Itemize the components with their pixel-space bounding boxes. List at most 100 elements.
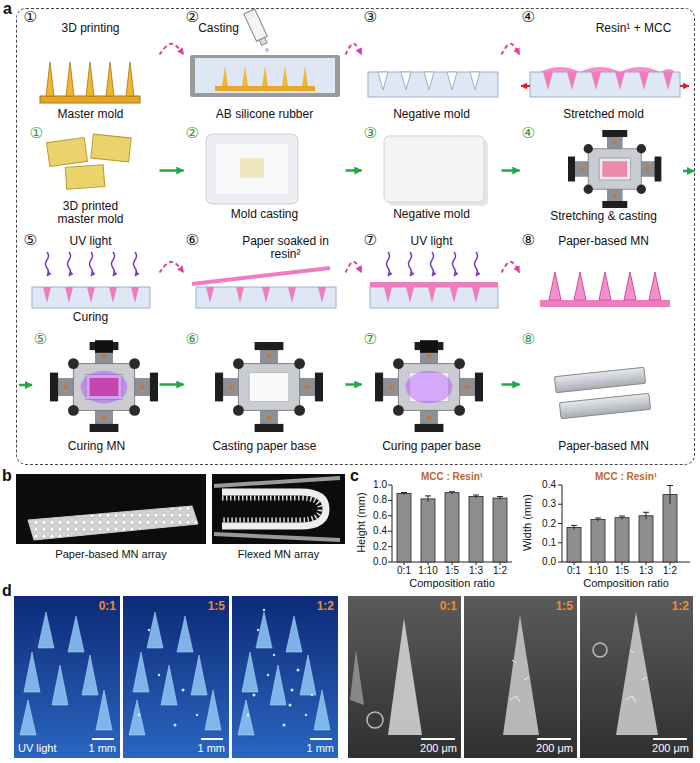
process-step: ①3D printingMaster mold — [22, 10, 160, 123]
tick-label: 0.6 — [363, 510, 387, 522]
negative-mold-art — [424, 72, 434, 90]
height-chart — [397, 494, 411, 563]
step-number: ⑦ — [364, 332, 388, 347]
chart-title: MCC : Resin¹ — [576, 471, 676, 483]
sem-micrograph — [537, 738, 571, 740]
width-chart — [646, 512, 647, 519]
process-step: ⑥Paper soaked in resin² — [184, 233, 346, 325]
paper-mn-art — [624, 272, 636, 300]
axis-title: Composition ratio — [392, 577, 512, 590]
curing-device-photo — [95, 340, 113, 353]
sem-micrograph — [421, 738, 455, 740]
mold-casting-photo — [240, 158, 264, 178]
scale-label: 200 μm — [635, 742, 689, 755]
negative-mold-art — [368, 72, 498, 97]
step-label: Resin¹ + MCC — [580, 22, 688, 36]
photo-step: ③Negative mold — [362, 126, 502, 230]
ratio-tag: 1:5 — [193, 599, 225, 613]
uv-micrograph — [20, 612, 112, 735]
paper-mn-art — [540, 272, 670, 307]
ratio-tag: 0:1 — [84, 599, 116, 613]
step-label: Casting — [184, 22, 254, 36]
light-tag: UV light — [18, 742, 78, 755]
sem-micrograph — [348, 596, 461, 758]
uv-rays — [134, 252, 137, 276]
step-number: ② — [186, 126, 210, 141]
step-arrow — [160, 44, 184, 55]
step-caption: Curing MN — [34, 440, 160, 454]
step-number: ⑦ — [364, 233, 388, 248]
stretching-device-photo — [602, 161, 627, 177]
stretched-mold-art — [521, 85, 530, 87]
step-number: ⑧ — [522, 332, 546, 347]
height-chart — [445, 493, 459, 562]
image-caption: Paper-based MN array — [16, 548, 206, 561]
casting-tray-art — [259, 37, 267, 45]
master-mold-art — [66, 62, 74, 96]
sem-micrograph — [580, 596, 693, 758]
height-chart — [493, 498, 507, 562]
flexed-array-photo — [222, 498, 320, 520]
flexed-array-photo — [214, 534, 340, 540]
scale-label: 200 μm — [519, 742, 573, 755]
width-chart — [558, 542, 562, 543]
photo-step: ②Mold casting — [184, 126, 346, 230]
paper-base-device-photo — [249, 373, 289, 402]
paper-casting-art — [288, 287, 296, 303]
width-chart — [639, 516, 653, 562]
uv-micrograph — [247, 629, 308, 727]
width-chart — [646, 562, 647, 565]
process-step: ⑤UV lightCuring — [22, 233, 160, 326]
curing-mold-art — [32, 287, 150, 308]
uv-micrograph — [201, 738, 223, 740]
uv-rays — [68, 252, 71, 276]
uv-micrograph — [310, 738, 332, 740]
chart-title: MCC : Resin¹ — [402, 471, 502, 483]
step-label: UV light — [22, 235, 160, 249]
ratio-tag: 1:2 — [302, 599, 334, 613]
step-arrow — [160, 383, 184, 386]
step-caption: Negative mold — [362, 108, 502, 122]
continuation-arrow — [19, 384, 32, 387]
curing-mold-art — [109, 287, 117, 303]
height-chart — [421, 499, 435, 562]
sem-micrograph — [348, 596, 693, 758]
width-chart — [591, 520, 605, 562]
step-arrow — [346, 169, 362, 172]
stretched-mold-art — [521, 67, 689, 97]
height-chart — [388, 531, 392, 532]
scale-label: 1 mm — [185, 742, 225, 755]
paper-casting-art — [192, 268, 330, 284]
step-number: ⑤ — [34, 332, 58, 347]
scale-label: 200 μm — [403, 742, 457, 755]
photo-step: ⑥Casting paper base — [184, 330, 346, 457]
step-caption: Paper-based MN — [520, 440, 688, 454]
width-chart — [558, 485, 690, 565]
negative-mold-art — [447, 72, 457, 90]
paper-casting-art — [196, 287, 336, 308]
height-chart — [473, 495, 479, 496]
tick-label: 0.0 — [363, 556, 387, 568]
mold-casting-photo — [206, 134, 298, 204]
tick-label: 0.2 — [363, 541, 387, 553]
continuation-arrow — [683, 170, 694, 173]
uv-rays — [409, 252, 412, 276]
width-chart — [619, 516, 625, 517]
stretched-mold-art — [591, 72, 601, 90]
height-chart — [476, 562, 477, 565]
tick-label: 1:10 — [415, 565, 441, 577]
paper-curing-device-photo — [420, 340, 438, 353]
width-chart — [663, 495, 677, 562]
height-chart — [388, 562, 392, 563]
casting-tray-art — [215, 86, 315, 91]
flexed-array-photo — [214, 478, 340, 486]
height-chart — [497, 496, 503, 497]
stretched-mold-art — [543, 72, 553, 90]
tick-label: 1:2 — [487, 565, 513, 577]
axis-title: Composition ratio — [566, 577, 686, 590]
stretched-mold-art — [639, 72, 649, 90]
tick-label: 1.0 — [363, 479, 387, 491]
tick-label: 1:5 — [439, 565, 465, 577]
uv-micrograph — [92, 738, 114, 740]
